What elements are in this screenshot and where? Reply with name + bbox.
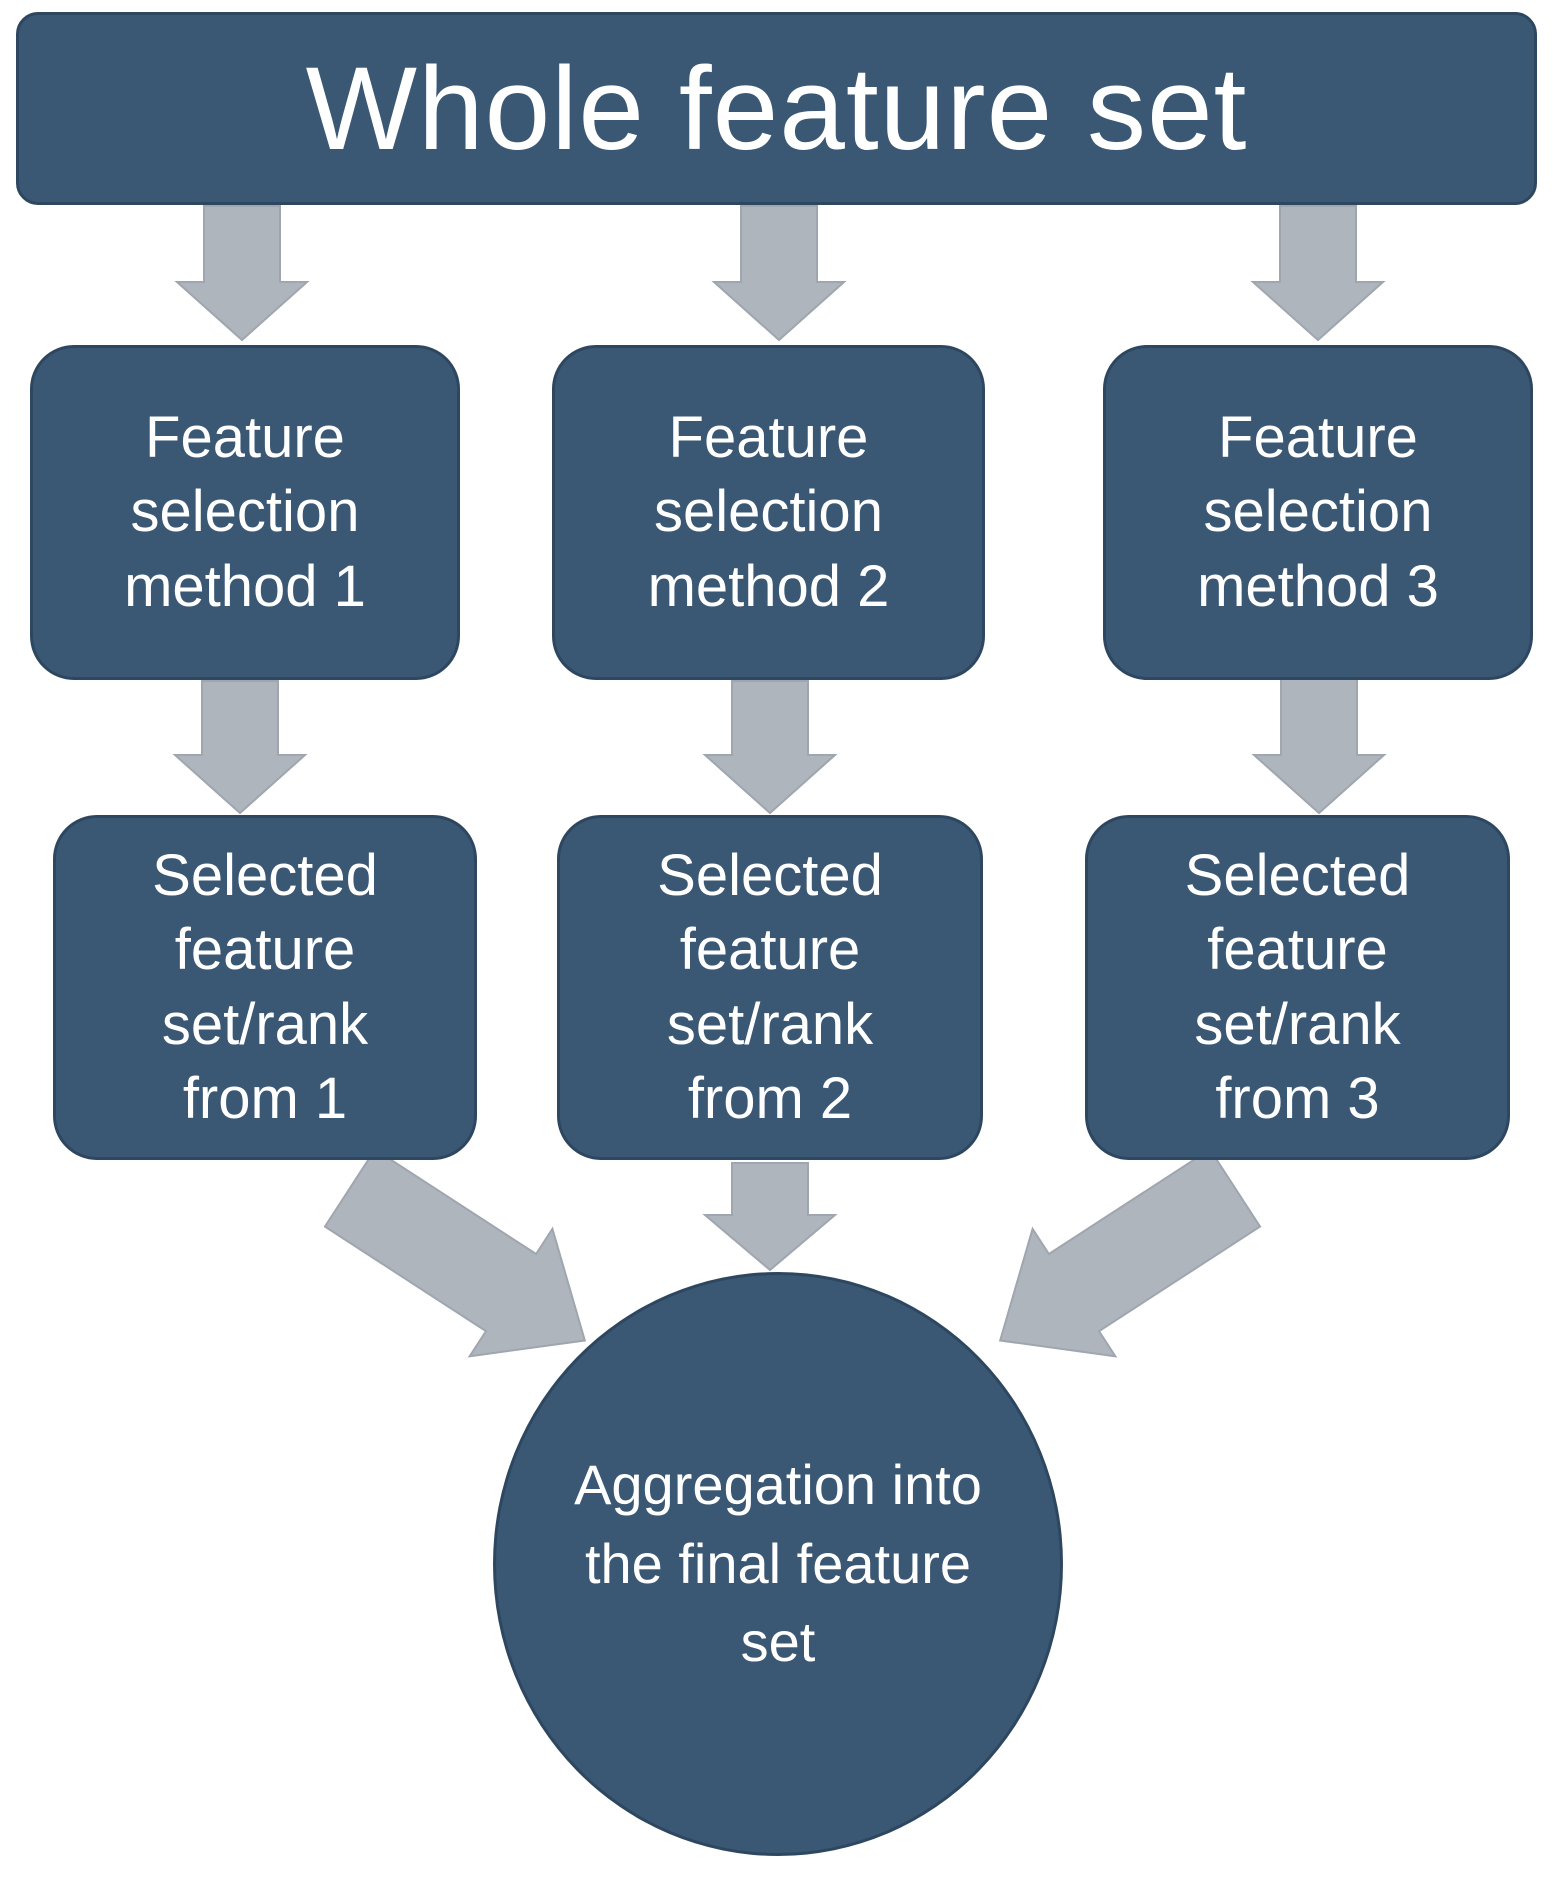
feature-selection-method-1-label: Feature selection method 1 [124,405,366,619]
whole-feature-set-label: Whole feature set [305,42,1248,175]
selected-feature-set-1-label: Selected feature set/rank from 1 [152,843,378,1131]
arrow-down-icon [711,205,847,342]
selected-feature-set-3-node: Selected feature set/rank from 3 [1085,815,1510,1160]
arrow-down-icon [174,205,310,342]
arrow-down-icon [702,680,838,815]
arrow-down-icon [172,680,308,815]
feature-selection-method-3-label: Feature selection method 3 [1197,405,1439,619]
selected-feature-set-1-node: Selected feature set/rank from 1 [53,815,477,1160]
feature-selection-method-1-node: Feature selection method 1 [30,345,460,680]
feature-selection-method-2-label: Feature selection method 2 [647,405,890,619]
feature-selection-method-2-node: Feature selection method 2 [552,345,985,680]
feature-selection-method-3-node: Feature selection method 3 [1103,345,1533,680]
selected-feature-set-2-label: Selected feature set/rank from 2 [657,843,883,1131]
aggregation-node: Aggregation into the final feature set [493,1272,1063,1856]
whole-feature-set-node: Whole feature set [16,12,1537,205]
selected-feature-set-2-node: Selected feature set/rank from 2 [557,815,983,1160]
arrow-down-icon [1250,205,1386,342]
arrow-diagonal-down-left-icon [998,1148,1262,1358]
arrow-down-icon [702,1162,838,1272]
selected-feature-set-3-label: Selected feature set/rank from 3 [1184,843,1411,1131]
arrow-diagonal-down-right-icon [323,1148,587,1358]
arrow-down-icon [1251,677,1387,815]
aggregation-label: Aggregation into the final feature set [574,1453,982,1674]
